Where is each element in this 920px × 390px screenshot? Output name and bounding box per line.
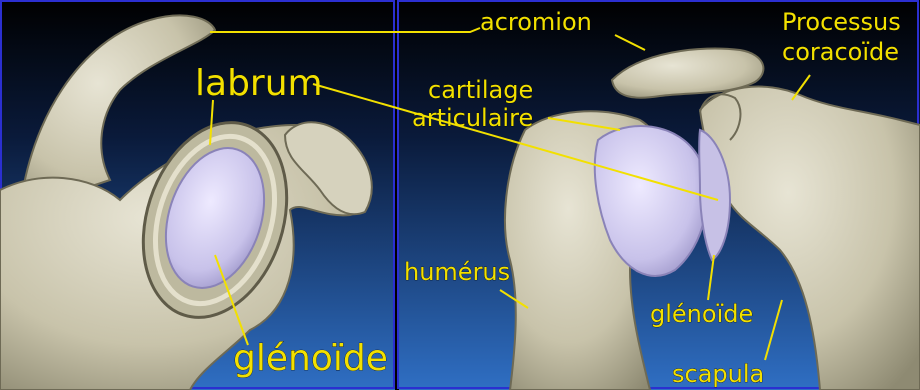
label-labrum: labrum bbox=[195, 63, 323, 104]
label-glenoide-right: glénoïde bbox=[650, 300, 753, 328]
label-scapula: scapula bbox=[672, 360, 764, 388]
label-processus: Processus bbox=[782, 8, 901, 36]
label-cartilage: cartilage bbox=[428, 76, 533, 104]
label-coracoide: coracoïde bbox=[782, 38, 899, 66]
label-humerus: humérus bbox=[404, 258, 510, 286]
label-glenoide-left: glénoïde bbox=[233, 338, 388, 379]
label-acromion: acromion bbox=[480, 8, 592, 36]
